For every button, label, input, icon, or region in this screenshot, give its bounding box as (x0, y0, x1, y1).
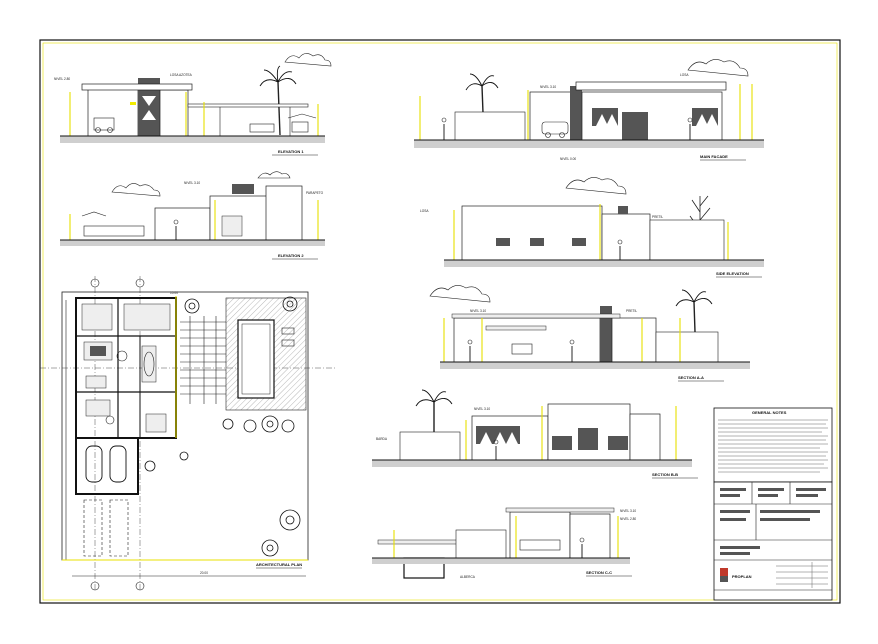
svg-text:PRETIL: PRETIL (652, 215, 663, 219)
svg-text:10.00: 10.00 (170, 291, 178, 295)
section-b: NIVEL 3.10 BARDA SECTION B-B (372, 389, 698, 479)
svg-text:NIVEL 2.80: NIVEL 2.80 (54, 77, 70, 81)
sheet-border (39, 39, 841, 604)
main-facade-label: MAIN FACADE (700, 154, 728, 159)
svg-text:BARDA: BARDA (376, 437, 388, 441)
elevation-1-label: ELEVATION 1 (278, 149, 304, 154)
svg-text:LOSA AZOTEA: LOSA AZOTEA (170, 73, 193, 77)
svg-text:NIVEL 3.10: NIVEL 3.10 (470, 309, 486, 313)
notes-title: GENERAL NOTES (752, 410, 787, 415)
svg-text:PARAPETO: PARAPETO (306, 191, 324, 195)
elevation-2-label: ELEVATION 2 (278, 253, 304, 258)
floor-plan: 20.00 10.00 ARCHITECTURAL PLAN (40, 276, 335, 591)
company-logo: PROPLAN (720, 568, 752, 582)
section-c: NIVEL 3.10 NIVEL 2.80 ALBERCA SECTION C-… (372, 507, 636, 579)
svg-text:NIVEL 3.10: NIVEL 3.10 (184, 181, 200, 185)
title-block: GENERAL NOTES PROPLAN (713, 407, 833, 601)
tree-symbol-icon (144, 296, 301, 557)
svg-text:NIVEL 3.10: NIVEL 3.10 (474, 407, 490, 411)
side-elevation-label: SIDE ELEVATION (716, 271, 749, 276)
side-elevation: LOSA PRETIL SIDE ELEVATION (420, 177, 764, 278)
svg-text:ALBERCA: ALBERCA (460, 575, 476, 579)
palm-tree-icon (259, 65, 297, 136)
logo-text: PROPLAN (732, 574, 752, 579)
svg-text:20.00: 20.00 (200, 571, 208, 575)
section-b-label: SECTION B-B (652, 472, 678, 477)
svg-text:PRETIL: PRETIL (626, 309, 637, 313)
svg-text:NIVEL 3.10: NIVEL 3.10 (620, 509, 636, 513)
section-a-label: SECTION A-A (678, 375, 704, 380)
section-a: NIVEL 3.10 PRETIL SECTION A-A (429, 285, 750, 382)
svg-text:NIVEL 2.80: NIVEL 2.80 (620, 517, 636, 521)
svg-text:NIVEL 3.10: NIVEL 3.10 (540, 85, 556, 89)
svg-text:NIVEL 0.00: NIVEL 0.00 (560, 157, 576, 161)
svg-text:LOSA: LOSA (420, 209, 429, 213)
svg-text:LOSA: LOSA (680, 73, 689, 77)
main-facade: NIVEL 3.10 LOSA NIVEL 0.00 MAIN FACADE (414, 59, 764, 161)
floor-plan-label: ARCHITECTURAL PLAN (256, 562, 302, 567)
elevation-1: NIVEL 2.80 LOSA AZOTEA ELEVATION 1 (54, 53, 332, 156)
section-c-label: SECTION C-C (586, 570, 612, 575)
elevation-2: NIVEL 3.10 PARAPETO ELEVATION 2 (60, 171, 325, 260)
